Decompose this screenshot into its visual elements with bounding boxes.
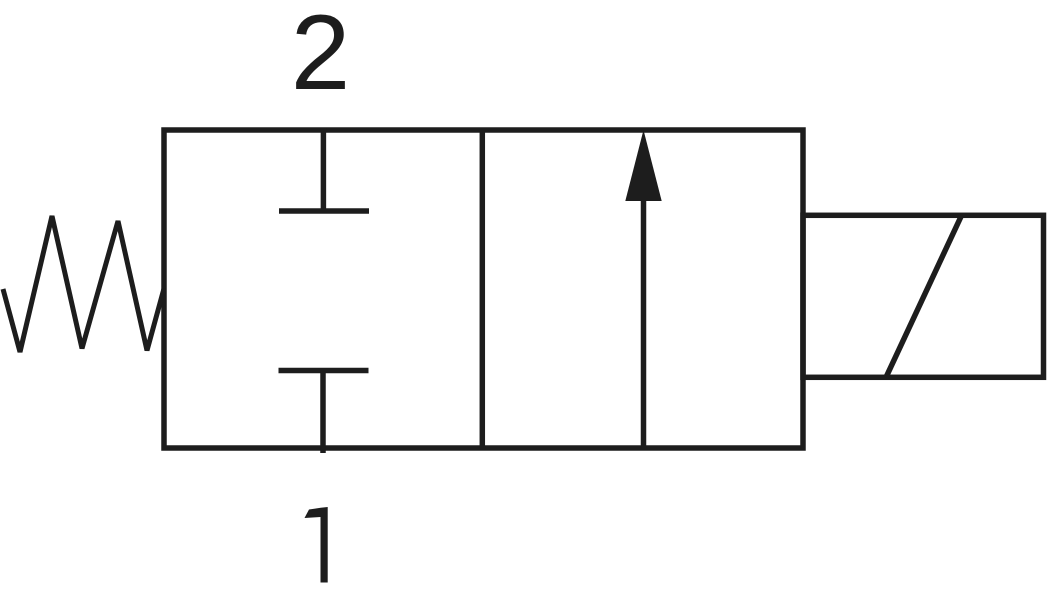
svg-text:2: 2: [291, 0, 351, 112]
